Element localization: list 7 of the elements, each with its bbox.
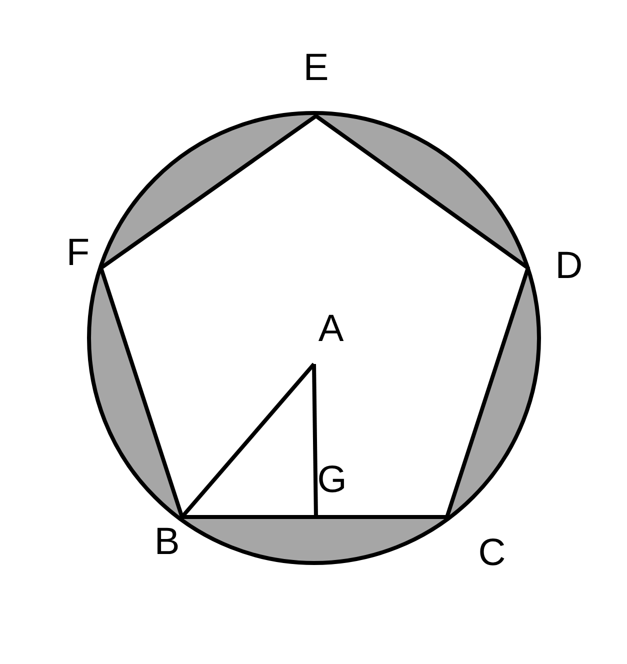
point-label: C xyxy=(478,534,506,572)
point-label: G xyxy=(317,461,347,499)
point-label: F xyxy=(66,234,90,272)
point-label: B xyxy=(154,523,180,561)
point-label: A xyxy=(318,310,344,348)
point-label: D xyxy=(555,247,583,285)
point-label: E xyxy=(303,49,329,87)
